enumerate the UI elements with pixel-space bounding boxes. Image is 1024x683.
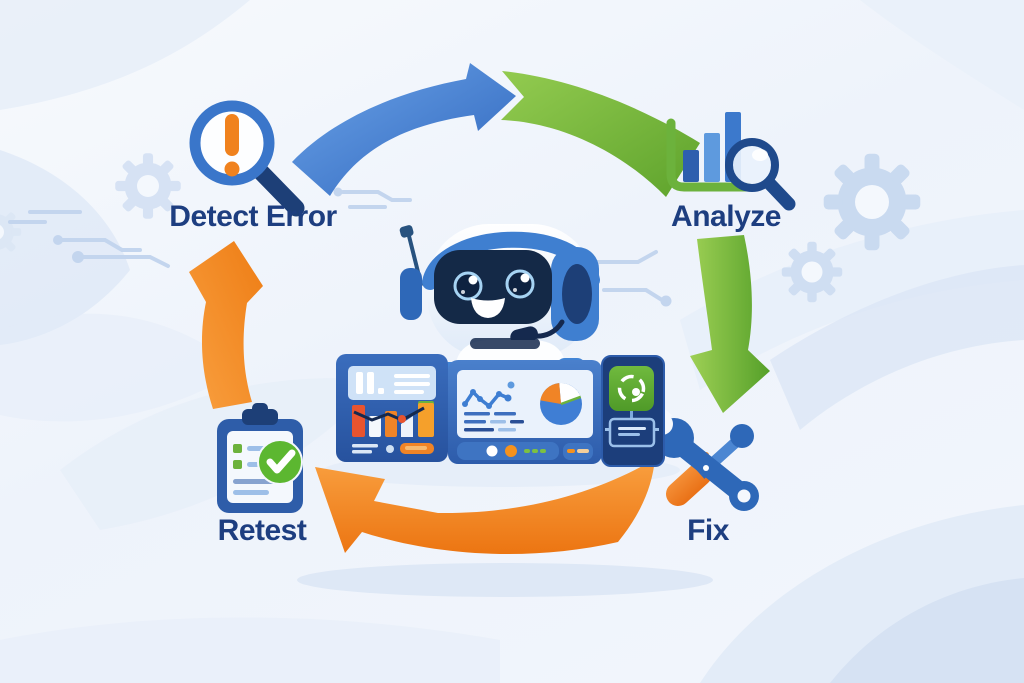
step-label-fix: Fix (687, 514, 729, 547)
circuit-traces (8, 187, 672, 307)
bar-chart-magnifier-icon (666, 112, 796, 211)
pie-chart (540, 383, 582, 425)
checkmark (266, 449, 296, 474)
antenna-icon (399, 225, 414, 238)
dashboard-center-screen (448, 360, 602, 464)
screwdriver-handle (666, 462, 712, 506)
robot-mouth (471, 298, 505, 318)
arrow-fix-to-retest (315, 459, 655, 555)
arrow-retest-to-detect (189, 241, 263, 409)
robot-eyes (453, 269, 535, 301)
dashboard-right-screen (601, 355, 665, 467)
arrow-analyze-band (501, 71, 700, 197)
step-label-retest: Retest (217, 514, 307, 547)
gear-icon (0, 153, 921, 303)
left-ear-cup (400, 268, 422, 320)
cycle-arrows (189, 63, 770, 555)
arrow-detect-to-analyze (292, 63, 516, 196)
dashboard-left-screen (336, 354, 448, 462)
clipboard-checklist-icon (217, 403, 303, 513)
exclamation-mark (225, 114, 239, 156)
step-label-analyze: Analyze (671, 200, 781, 233)
magnifier-exclamation-icon (189, 100, 305, 217)
ground-shadow (297, 563, 713, 597)
arrow-analyze-to-fix (690, 235, 770, 413)
status-card (608, 417, 656, 448)
robot-face (434, 250, 552, 324)
dashboard-screens (336, 354, 665, 467)
step-label-detect-error: Detect Error (169, 200, 337, 233)
screwdriver-cap (730, 424, 754, 448)
sync-tile (609, 366, 654, 411)
